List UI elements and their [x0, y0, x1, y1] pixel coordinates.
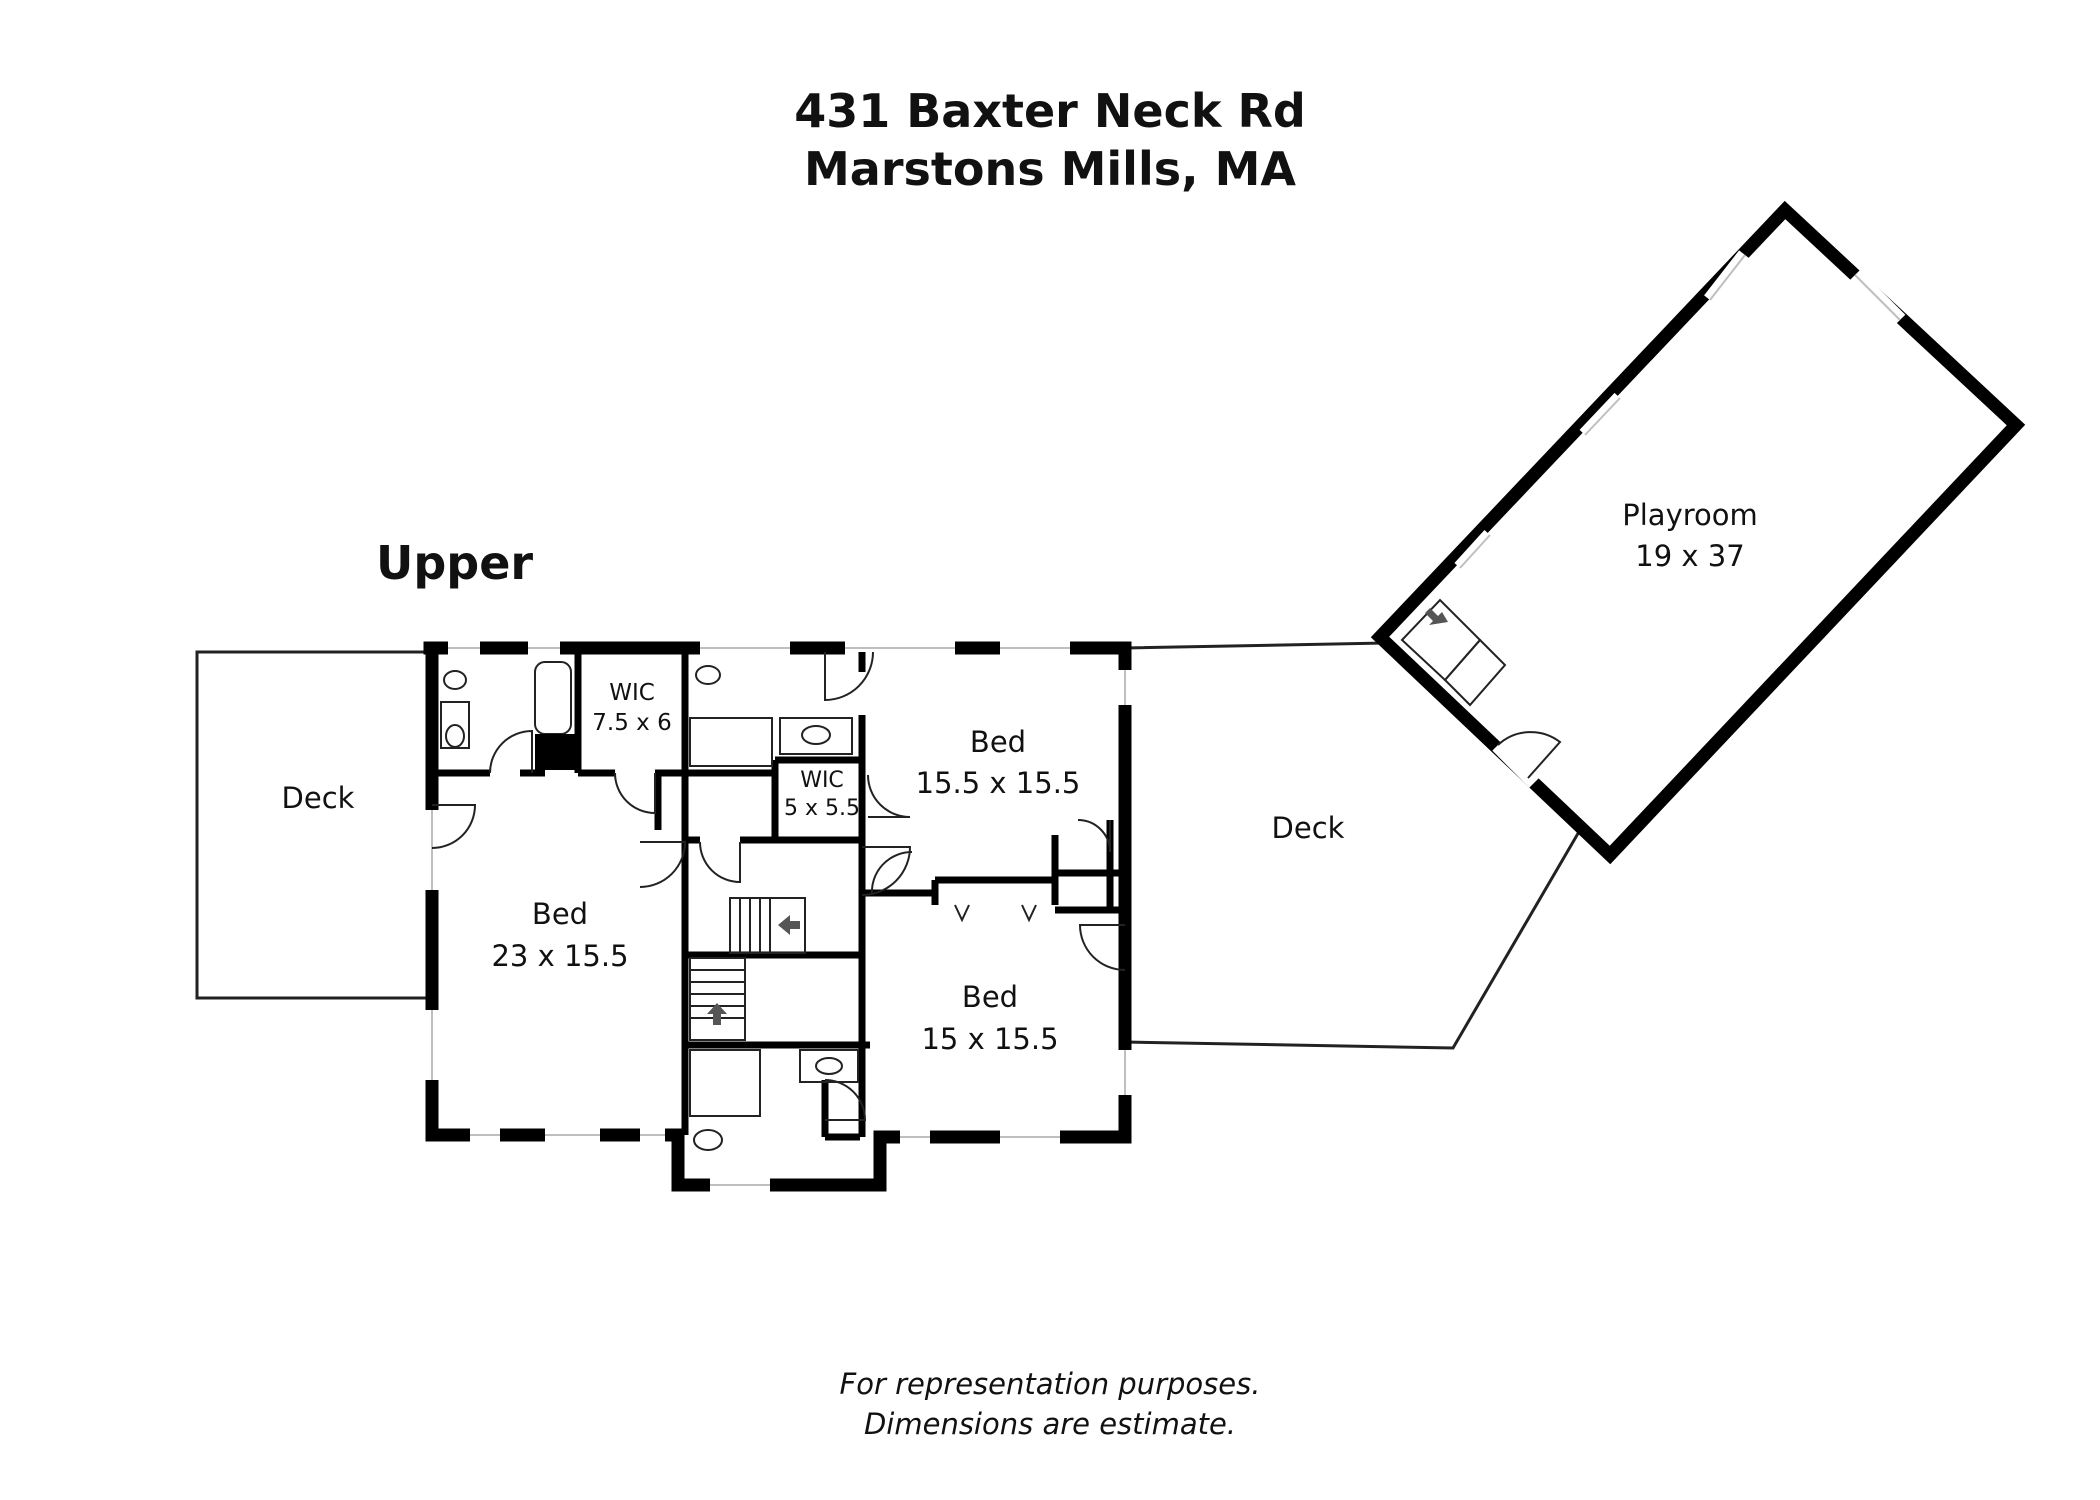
toilet-icon-bottom — [693, 1129, 723, 1151]
sink-icon — [445, 724, 465, 748]
playroom-dims: 19 x 37 — [1635, 539, 1744, 573]
wic-large-label: WIC — [609, 680, 655, 706]
wic-large-dims: 7.5 x 6 — [592, 710, 671, 736]
disclaimer-line-2: Dimensions are estimate. — [863, 1407, 1237, 1441]
address-title: 431 Baxter Neck Rd Marstons Mills, MA — [0, 82, 2100, 198]
toilet-icon — [443, 670, 467, 690]
disclaimer-line-1: For representation purposes. — [839, 1367, 1261, 1401]
bed-main-dims: 23 x 15.5 — [491, 939, 628, 973]
bed-main-label: Bed — [532, 897, 588, 931]
arrow-left-icon — [778, 915, 800, 935]
arrow-down-icon — [1425, 608, 1448, 625]
address-line-1: 431 Baxter Neck Rd — [794, 84, 1306, 138]
arrow-up-icon — [707, 1003, 727, 1025]
level-label: Upper — [376, 536, 534, 590]
address-line-2: Marstons Mills, MA — [804, 142, 1296, 196]
deck-right-outline — [1123, 641, 1582, 1050]
disclaimer: For representation purposes. Dimensions … — [0, 1364, 2100, 1444]
bed-se-dims: 15 x 15.5 — [921, 1022, 1058, 1056]
wic-small-dims: 5 x 5.5 — [784, 796, 860, 821]
stairs — [689, 897, 806, 1041]
bed-ne-dims: 15.5 x 15.5 — [916, 766, 1081, 800]
bed-ne-label: Bed — [970, 725, 1026, 759]
wic-small-label: WIC — [800, 768, 844, 793]
bed-se-label: Bed — [962, 980, 1018, 1014]
playroom-label: Playroom — [1622, 498, 1758, 532]
deck-right-label: Deck — [1272, 811, 1345, 845]
door-swings — [431, 651, 1126, 1121]
deck-left-label: Deck — [282, 781, 355, 815]
deck-left-outline — [195, 650, 434, 1000]
bathtub — [534, 661, 572, 735]
playroom-walls — [1370, 200, 2026, 865]
